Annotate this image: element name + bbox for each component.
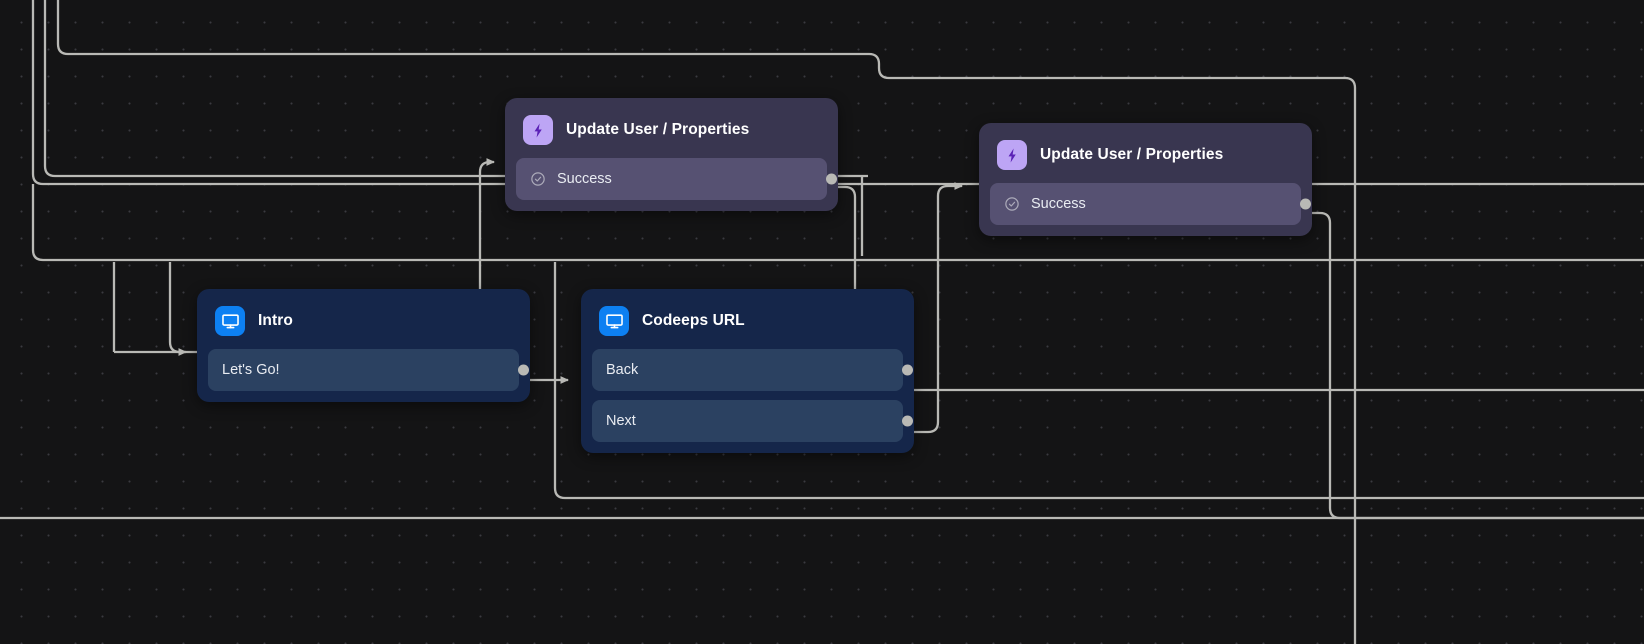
node-title: Intro [258,312,293,329]
connection-handle[interactable] [1300,198,1311,210]
edge-line [31,0,1644,186]
connection-handle[interactable] [902,364,913,376]
node-row[interactable]: Success [990,183,1311,225]
node-row-label: Success [1031,196,1086,212]
node-row[interactable]: Let's Go! [208,349,529,391]
node-header: Update User / Properties [979,123,1312,183]
check-circle-icon [1004,196,1020,212]
monitor-icon [599,306,629,336]
node-row-label: Let's Go! [222,362,280,378]
node-row[interactable]: Next [592,400,913,442]
monitor-icon [215,306,245,336]
node-row[interactable]: Success [516,158,837,200]
node-rows: Success [979,183,1312,236]
node-header: Update User / Properties [505,98,838,158]
node-title: Update User / Properties [566,121,750,138]
node-header: Codeeps URL [581,289,914,349]
node-header: Intro [197,289,530,349]
node-row[interactable]: Back [592,349,913,391]
node-rows: Success [505,158,838,211]
edge-line [31,184,1644,262]
lightning-bolt-icon [997,140,1027,170]
connection-handle[interactable] [826,173,837,185]
node-title: Update User / Properties [1040,146,1224,163]
node-row-label: Next [606,413,636,429]
node-row-label: Back [606,362,639,378]
node-row-label: Success [557,171,612,187]
check-circle-icon [530,171,546,187]
node-rows: Let's Go! [197,349,530,402]
connection-handle[interactable] [518,364,529,376]
connection-handle[interactable] [902,415,913,427]
node-title: Codeeps URL [642,312,745,329]
edge-line [168,262,187,356]
lightning-bolt-icon [523,115,553,145]
edge-line [1298,211,1644,520]
